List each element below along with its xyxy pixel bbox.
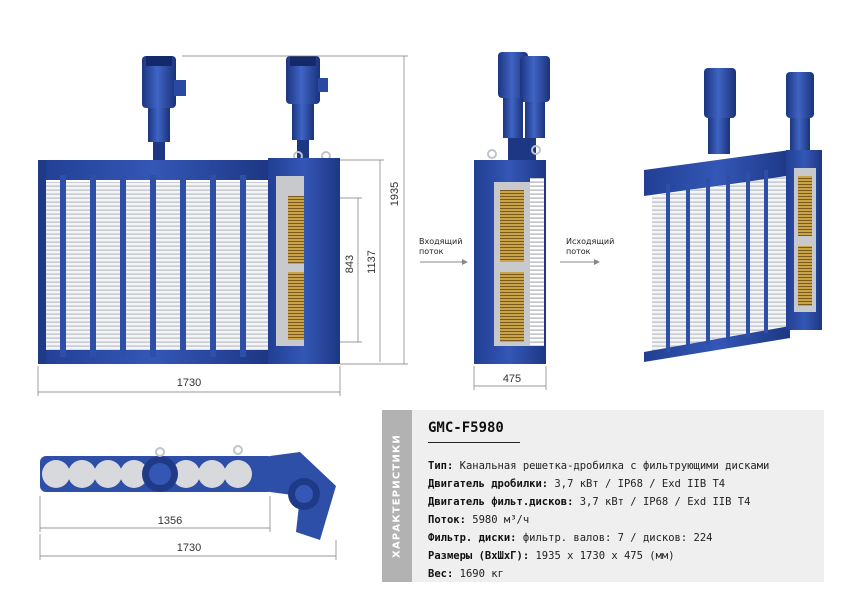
spec-label: Двигатель фильт.дисков: — [428, 496, 574, 508]
front-dimensions — [37, 55, 408, 396]
spec-label: Двигатель дробилки: — [428, 478, 549, 490]
spec-label: Размеры (ВхШхГ): — [428, 550, 530, 562]
front-inner-height-label: 1137 — [366, 250, 378, 274]
spec-value: 3,7 кВт / IP68 / Exd IIB T4 — [573, 496, 751, 508]
inlet-flow-label-line1: Входящий — [419, 237, 462, 246]
front-filter-shafts — [46, 175, 268, 357]
front-grinder-housing — [268, 158, 340, 364]
spec-row-flow: Поток: 5980 м³/ч — [428, 514, 529, 526]
spec-row-dimensions: Размеры (ВхШхГ): 1935 х 1730 х 475 (мм) — [428, 550, 675, 562]
side-dimension — [473, 366, 547, 390]
front-height-label: 1935 — [389, 182, 401, 206]
side-width-label: 475 — [503, 373, 521, 385]
spec-value: Канальная решетка-дробилка с фильтрующим… — [453, 460, 770, 472]
inlet-arrow-icon — [420, 259, 468, 265]
outlet-flow-label-line1: Исходящий — [566, 237, 614, 246]
model-title: GMC-F5980 — [428, 420, 504, 436]
isometric-view — [644, 68, 822, 362]
top-width-label: 1730 — [177, 542, 201, 554]
front-left-post — [38, 160, 46, 364]
spec-label: Тип: — [428, 460, 454, 472]
specifications-tab-label: ХАРАКТЕРИСТИКИ — [391, 434, 403, 558]
spec-row-filter-discs: Фильтр. диски: фильтр. валов: 7 / дисков… — [428, 532, 712, 544]
outlet-flow-label-line2: поток — [566, 247, 591, 256]
spec-row-weight: Вес: 1690 кг — [428, 568, 504, 580]
top-view — [40, 445, 336, 540]
spec-row-type: Тип: Канальная решетка-дробилка с фильтр… — [428, 460, 769, 472]
specifications-panel: ХАРАКТЕРИСТИКИ GMC-F5980 Тип: Канальная … — [382, 410, 824, 582]
spec-value: 3,7 кВт / IP68 / Exd IIB T4 — [548, 478, 726, 490]
front-width-label: 1730 — [177, 377, 201, 389]
side-view — [474, 52, 550, 364]
top-inner-width-label: 1356 — [158, 515, 182, 527]
spec-value: фильтр. валов: 7 / дисков: 224 — [516, 532, 713, 544]
spec-value: 1935 х 1730 х 475 (мм) — [529, 550, 675, 562]
outlet-arrow-icon — [560, 259, 600, 265]
spec-label: Фильтр. диски: — [428, 532, 517, 544]
spec-value: 1690 кг — [453, 568, 504, 580]
spec-row-disc-motor: Двигатель фильт.дисков: 3,7 кВт / IP68 /… — [428, 496, 750, 508]
spec-value: 5980 м³/ч — [465, 514, 530, 526]
model-title-underline — [428, 442, 520, 443]
front-view — [38, 56, 340, 364]
spec-label: Поток: — [428, 514, 466, 526]
spec-label: Вес: — [428, 568, 454, 580]
specifications-tab: ХАРАКТЕРИСТИКИ — [382, 410, 412, 582]
top-dimensions — [39, 496, 337, 560]
spec-row-grinder-motor: Двигатель дробилки: 3,7 кВт / IP68 / Exd… — [428, 478, 725, 490]
front-motor-left — [142, 56, 186, 160]
inlet-flow-label-line2: поток — [419, 247, 444, 256]
front-motor-right — [286, 56, 331, 161]
brush-height-label: 843 — [344, 255, 356, 273]
